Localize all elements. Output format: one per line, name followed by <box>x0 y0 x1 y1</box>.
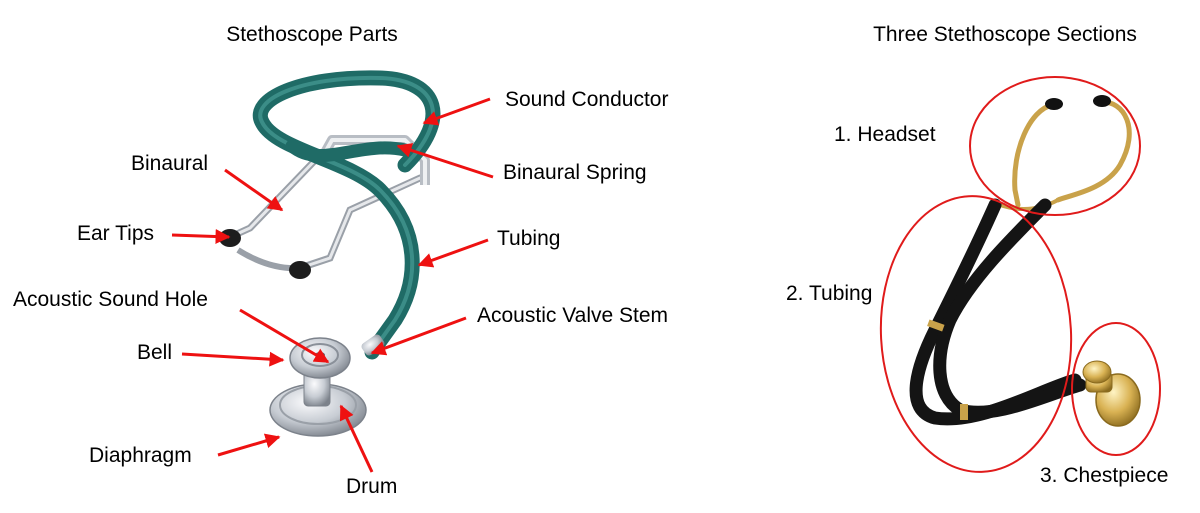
label-ear-tips: Ear Tips <box>77 222 154 245</box>
chestpiece-bell <box>1082 360 1112 384</box>
label-binaural-spring: Binaural Spring <box>503 161 647 184</box>
label-bell: Bell <box>137 341 172 364</box>
arrow-sound-conductor <box>422 97 491 126</box>
arrow-acoustic-sound-hole <box>239 308 330 364</box>
arrow-binaural <box>224 168 284 212</box>
arrow-binaural-spring <box>396 143 494 179</box>
tubing-circle <box>879 195 1073 473</box>
arrow-acoustic-valve-stem <box>370 316 467 356</box>
headset-circle <box>969 76 1141 216</box>
headset-ear-tip-right <box>1093 95 1111 107</box>
part-arrows <box>171 97 494 473</box>
stethoscope-sections-illustration <box>909 95 1141 427</box>
section-tubing-right <box>933 198 1087 419</box>
chestpiece-circle <box>1071 322 1161 456</box>
tubing-branch <box>285 139 412 162</box>
headset-ear-tip-left <box>1045 98 1063 110</box>
label-tubing: Tubing <box>497 227 560 250</box>
left-panel: Stethoscope Parts <box>13 23 668 498</box>
label-binaural: Binaural <box>131 152 208 175</box>
label-acoustic-sound-hole: Acoustic Sound Hole <box>13 288 208 311</box>
headset-tube-left <box>1012 102 1055 208</box>
label-acoustic-valve-stem: Acoustic Valve Stem <box>477 304 668 327</box>
ear-tip-right <box>289 261 311 279</box>
label-chestpiece: 3. Chestpiece <box>1040 464 1168 487</box>
arrow-bell <box>181 351 285 367</box>
headset-spring <box>999 198 1059 211</box>
right-panel-title: Three Stethoscope Sections <box>873 23 1137 46</box>
label-sound-conductor: Sound Conductor <box>505 88 668 111</box>
label-drum: Drum <box>346 475 397 498</box>
label-tubing-section: 2. Tubing <box>786 282 872 305</box>
arrow-tubing <box>417 238 489 268</box>
left-panel-title: Stethoscope Parts <box>226 23 398 46</box>
label-diaphragm: Diaphragm <box>89 444 192 467</box>
arrow-drum <box>339 404 374 473</box>
arrow-ear-tips <box>171 229 231 245</box>
arrow-diaphragm <box>217 433 281 457</box>
stethoscope-illustration <box>219 70 441 437</box>
label-headset: 1. Headset <box>834 123 936 146</box>
headset-tube-right <box>1055 99 1132 203</box>
right-panel: Three Stethoscope Sections 1. Headset 2.… <box>786 23 1168 487</box>
